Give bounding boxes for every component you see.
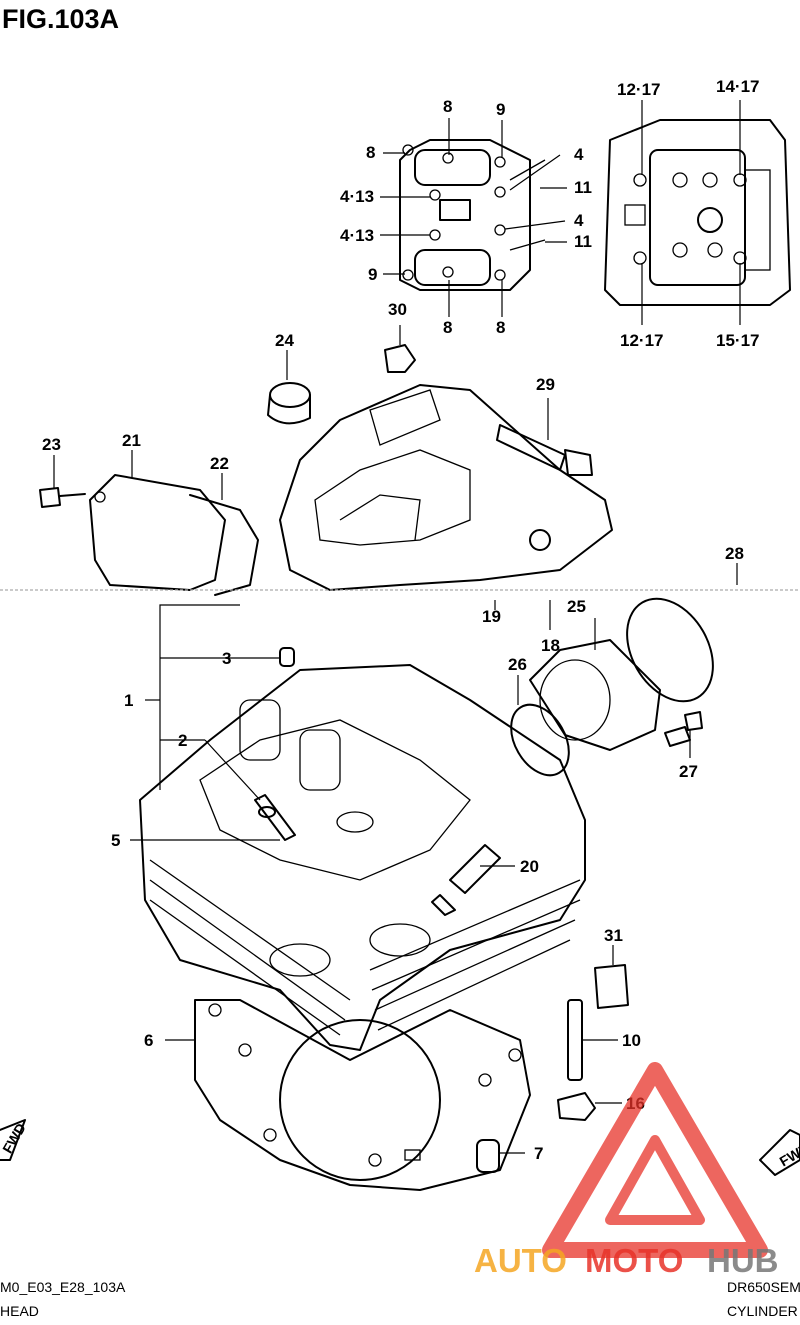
callout-20: 20 — [520, 857, 539, 876]
footer-left-code: M0_E03_E28_103A — [0, 1279, 126, 1295]
part-31-tab — [594, 945, 629, 1009]
callout-12-17: 12·17 — [617, 80, 660, 99]
part-5-seal — [130, 806, 280, 841]
svg-text:AUTO: AUTO — [474, 1242, 567, 1279]
callout-7: 7 — [534, 1144, 543, 1163]
callout-10: 10 — [622, 1031, 641, 1050]
callout-29: 29 — [536, 375, 555, 394]
callout-28: 28 — [725, 544, 744, 563]
part-6-head-gasket — [165, 999, 531, 1191]
part-16-nut — [557, 1092, 622, 1121]
callout-31: 31 — [604, 926, 623, 945]
fwd-arrow-left: FWD — [0, 1119, 29, 1161]
callout-19: 19 — [482, 607, 501, 626]
callout-27: 27 — [679, 762, 698, 781]
part-30-nut — [384, 325, 416, 373]
callout-23: 23 — [42, 435, 61, 454]
callout-11: 11 — [574, 232, 592, 251]
part-18-19-leaders — [494, 600, 551, 630]
part-3-dowel — [279, 647, 295, 667]
cylinder-head — [139, 664, 586, 1051]
callout-8: 8 — [366, 143, 375, 162]
callout-30: 30 — [388, 300, 407, 319]
callout-9: 9 — [496, 100, 505, 119]
footer-right-code: DR650SEM — [727, 1279, 800, 1295]
callout-24: 24 — [275, 331, 294, 350]
inset-left-leaders — [380, 118, 567, 317]
svg-text:MOTO: MOTO — [585, 1242, 683, 1279]
inset-tightening-left — [399, 139, 546, 291]
callout-4-13: 4·13 — [340, 187, 374, 206]
callout-4: 4 — [574, 211, 584, 230]
part-21-cover — [89, 450, 226, 591]
callout-22: 22 — [210, 454, 229, 473]
inset-right-leaders — [641, 100, 741, 325]
callout-26: 26 — [508, 655, 527, 674]
part-10-stud — [567, 999, 618, 1081]
fwd-arrow-right: FWD — [759, 1129, 800, 1176]
callout-6: 6 — [144, 1031, 153, 1050]
inset-head-top — [604, 119, 791, 306]
callout-15-17: 15·17 — [716, 331, 759, 350]
callout-4-13: 4·13 — [340, 226, 374, 245]
svg-text:FWD: FWD — [0, 1120, 29, 1156]
part-20-spark-plug — [431, 844, 515, 916]
callout-21: 21 — [122, 431, 141, 450]
head-cover — [279, 384, 613, 591]
part-24-cap — [267, 350, 311, 425]
callout-4: 4 — [574, 145, 584, 164]
watermark-logo — [542, 1062, 768, 1258]
part-27-screw — [664, 711, 703, 758]
callout-12-17: 12·17 — [620, 331, 663, 350]
part-25-intake-pipe — [529, 618, 661, 751]
part-23-bolt — [39, 455, 86, 508]
callout-2: 2 — [178, 731, 187, 750]
part-2-valve-guide — [204, 739, 296, 841]
callout-5: 5 — [111, 831, 120, 850]
callout-14-17: 14·17 — [716, 77, 759, 96]
callout-8: 8 — [443, 97, 452, 116]
callout-8: 8 — [443, 318, 452, 337]
part-1-bracket — [145, 604, 280, 790]
callout-1: 1 — [124, 691, 133, 710]
callout-11: 11 — [574, 178, 592, 197]
callout-25: 25 — [567, 597, 586, 616]
part-28-clamp — [626, 563, 738, 703]
footer-right-name: CYLINDER — [727, 1303, 798, 1319]
callout-8: 8 — [496, 318, 505, 337]
part-22-gasket — [189, 473, 259, 596]
callout-9: 9 — [368, 265, 377, 284]
callout-3: 3 — [222, 649, 231, 668]
footer-left-name: HEAD — [0, 1303, 39, 1319]
watermark-text: AUTO MOTO HUB — [474, 1242, 779, 1279]
svg-text:HUB: HUB — [707, 1242, 779, 1279]
callout-18: 18 — [541, 636, 560, 655]
part-7-dowel — [476, 1139, 525, 1173]
part-29-bolt — [496, 398, 593, 476]
part-26-o-ring — [510, 675, 570, 777]
figure-title: FIG.103A — [2, 4, 119, 34]
